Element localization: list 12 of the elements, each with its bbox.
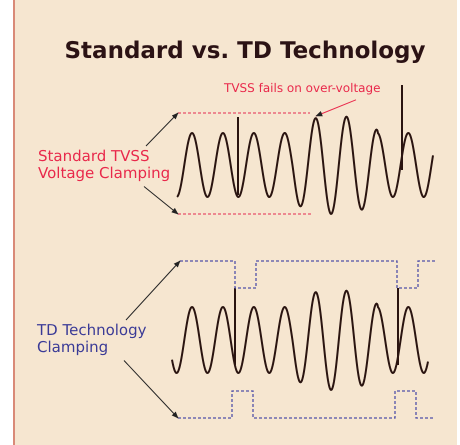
annotation-label: TD Technology Clamping [37, 322, 152, 356]
annotation-label: TVSS fails on over-voltage [224, 82, 384, 96]
clamp-level-line [178, 390, 434, 419]
clamp-level-line [180, 260, 437, 289]
arrow [144, 186, 179, 214]
arrow [126, 260, 180, 320]
title: Standard vs. TD Technology [63, 38, 427, 64]
arrow [315, 99, 356, 116]
arrow [124, 360, 178, 418]
annotation-label: Standard TVSS Voltage Clamping [38, 148, 172, 182]
clamp-level-line [178, 213, 313, 215]
arrow [146, 112, 178, 146]
